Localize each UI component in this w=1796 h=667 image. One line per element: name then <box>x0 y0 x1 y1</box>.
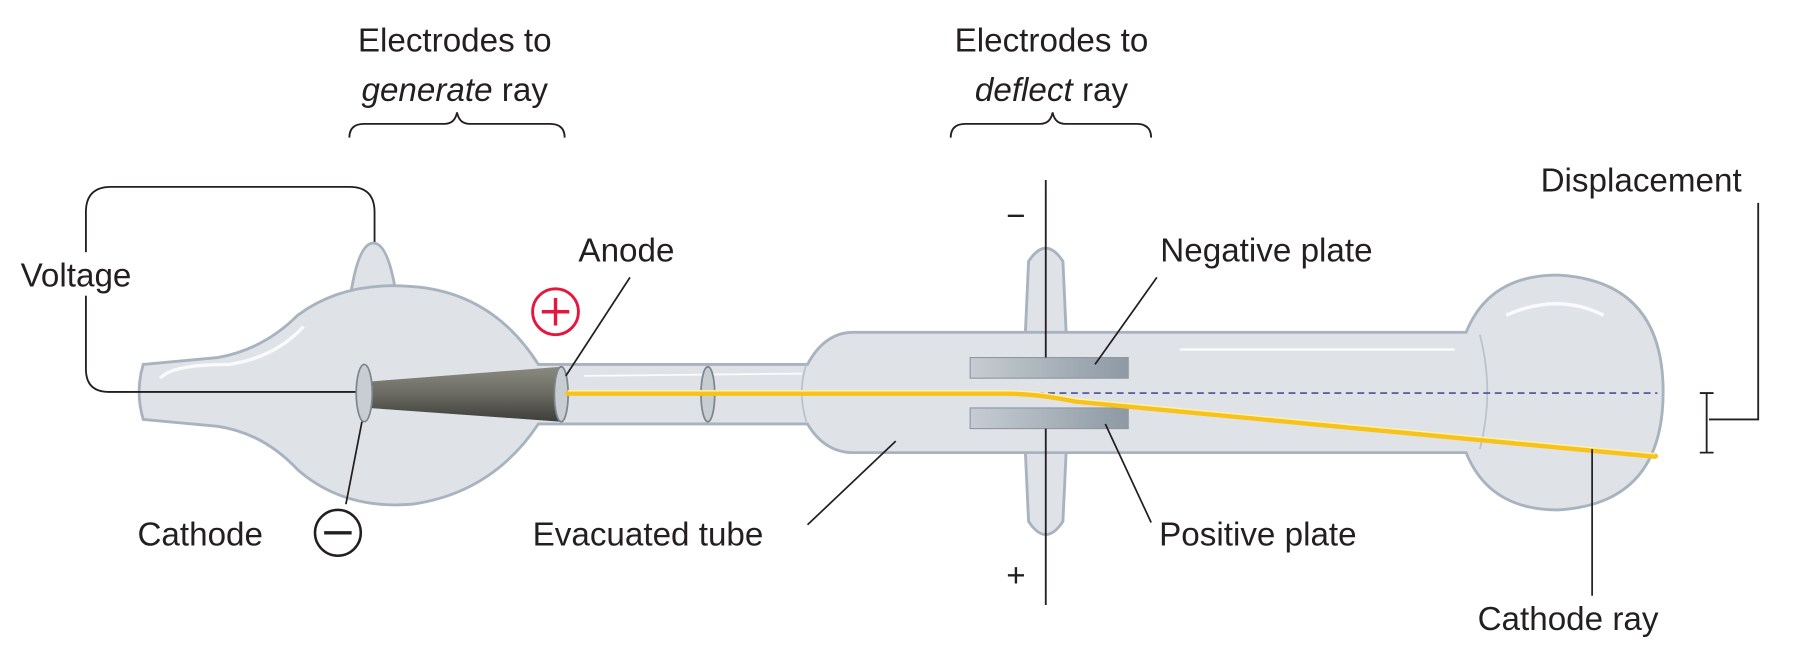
deflect-brace <box>949 112 1153 138</box>
generate-electrodes-label-line2: generate ray <box>362 72 549 109</box>
negative-terminal-sign: − <box>1006 198 1025 235</box>
evacuated-tube-label: Evacuated tube <box>533 516 764 553</box>
cathode-label: Cathode <box>137 516 263 553</box>
positive-symbol-icon <box>531 287 580 337</box>
negative-symbol-icon <box>313 508 363 557</box>
cathode-ray-label: Cathode ray <box>1478 601 1659 638</box>
deflect-electrodes-label-line2: deflect ray <box>975 72 1129 109</box>
anode-label: Anode <box>578 232 674 269</box>
evacuated-tube-leader <box>806 440 897 526</box>
generate-electrodes-label-line1: Electrodes to <box>358 23 552 60</box>
positive-plate <box>969 407 1129 430</box>
anode-leader <box>565 276 631 377</box>
deflect-electrodes-label-line1: Electrodes to <box>955 23 1149 60</box>
negative-plate-label: Negative plate <box>1160 232 1372 269</box>
positive-plate-label: Positive plate <box>1159 516 1356 553</box>
displacement-bracket <box>1699 392 1714 454</box>
displacement-label: Displacement <box>1541 162 1742 199</box>
negative-plate <box>969 356 1129 379</box>
displacement-leader <box>1708 202 1760 421</box>
cathode-cone <box>368 366 562 422</box>
cathode-disc <box>355 363 374 423</box>
voltage-label: Voltage <box>21 258 132 295</box>
positive-terminal-sign: + <box>1006 558 1025 595</box>
positive-plate-leader <box>1104 423 1152 523</box>
cathode-ray-beam <box>565 390 1658 459</box>
cathode-leader <box>345 421 363 505</box>
negative-plate-leader <box>1094 276 1158 365</box>
generate-brace <box>348 112 566 138</box>
